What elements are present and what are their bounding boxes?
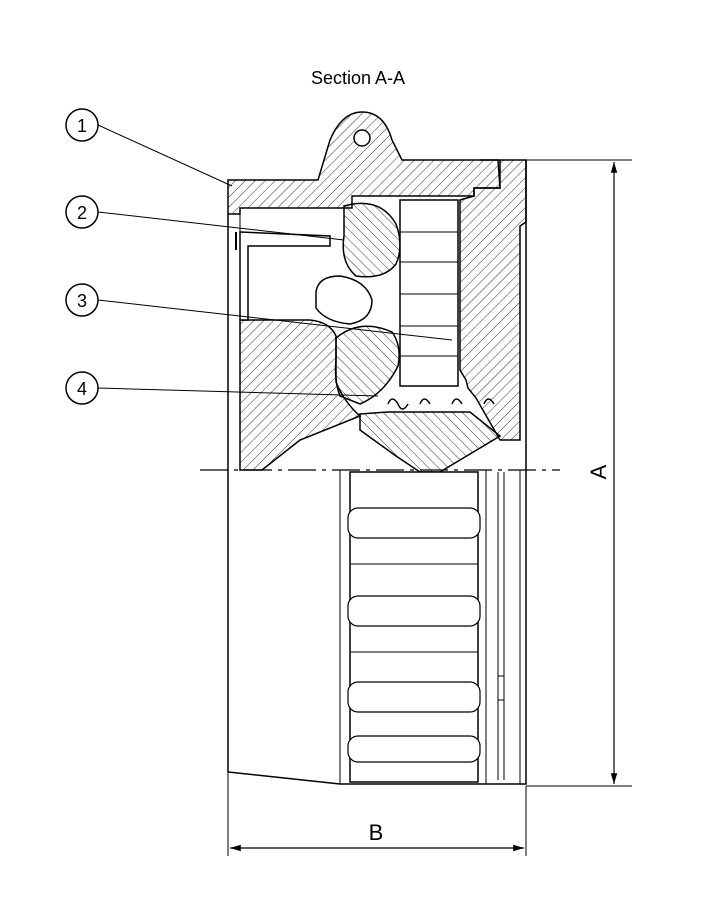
callout-3-label: 3 [77, 291, 87, 311]
stem-ribs [347, 471, 481, 783]
callout-1-label: 1 [77, 116, 87, 136]
drawing-title: Section A-A [310, 68, 406, 88]
callout-4: 4 [65, 371, 379, 405]
callout-4-label: 4 [77, 379, 87, 399]
callout-2: 2 [65, 195, 345, 241]
callout-1: 1 [65, 108, 233, 187]
cap-body-outline [227, 160, 527, 785]
callout-2-label: 2 [77, 203, 87, 223]
callout-3: 3 [65, 283, 453, 341]
dimension-b-label: B [369, 820, 384, 845]
cap-body-section [227, 111, 527, 473]
dimension-b: B [227, 772, 527, 856]
dimension-a-label: A [586, 464, 611, 479]
dimension-a: A [500, 159, 632, 787]
